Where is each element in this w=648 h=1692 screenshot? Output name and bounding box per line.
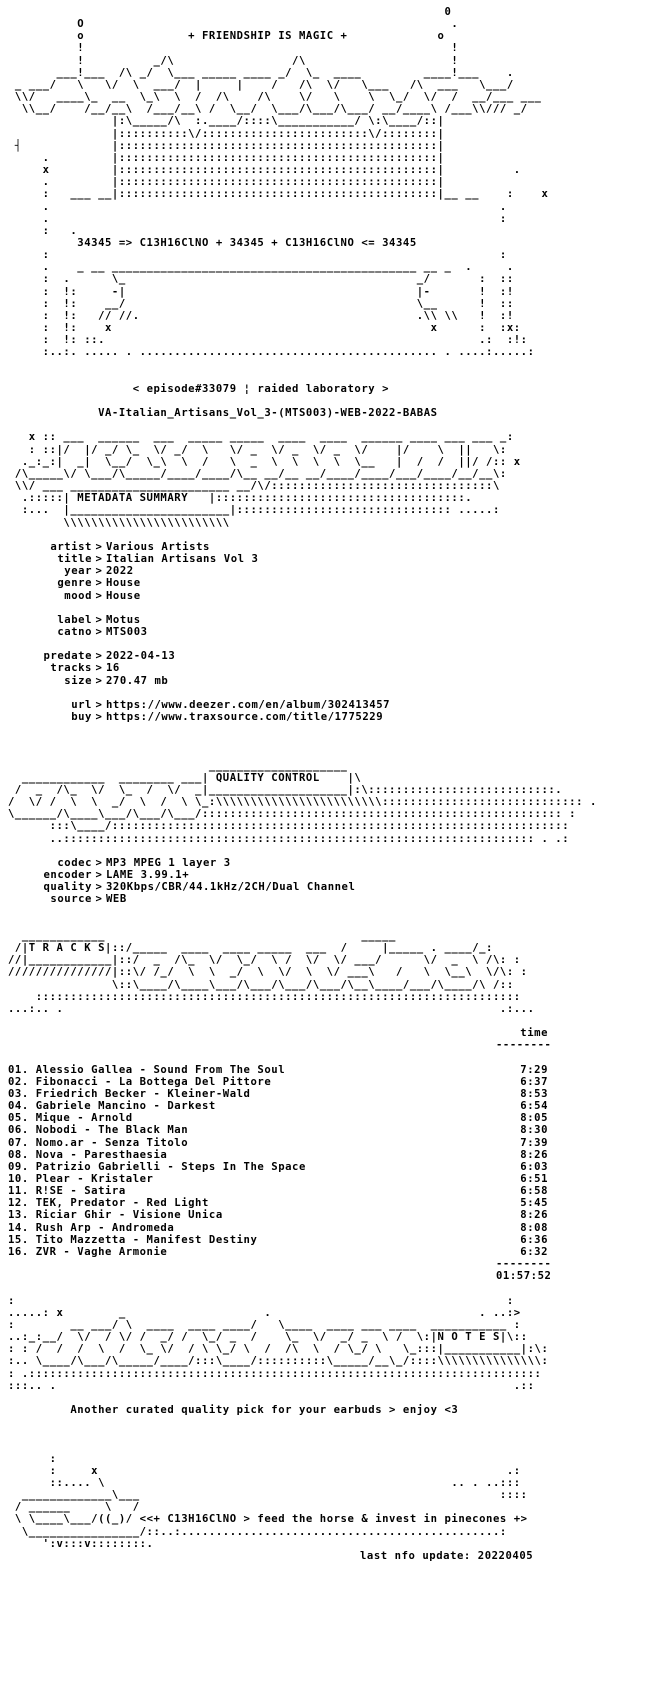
- notes-line: Another curated quality pick for your ea…: [8, 1404, 648, 1416]
- track-duration: 6:51: [520, 1173, 548, 1185]
- meta-value: House: [106, 589, 141, 602]
- motto: + FRIENDSHIP IS MAGIC +: [188, 30, 348, 43]
- metadata-banner: x :: ___ ______ ___ _____ _____ ____ ___…: [14, 431, 521, 529]
- track-duration: 6:03: [520, 1160, 548, 1173]
- track-duration: 5:45: [520, 1197, 548, 1210]
- update-line: last nfo update: 20220405: [8, 1550, 648, 1562]
- track-duration: 6:54: [520, 1100, 548, 1113]
- meta-row-year: year>2022: [64, 565, 134, 578]
- meta-row-artist: artist>Various Artists: [50, 540, 210, 553]
- meta-value: House: [106, 577, 141, 590]
- quality-value: 320Kbps/CBR/44.1kHz/2CH/Dual Channel: [106, 881, 356, 894]
- release-line: VA-Italian_Artisans_Vol_3-(MTS003)-WEB-2…: [8, 407, 648, 419]
- track-duration: 6:37: [520, 1075, 548, 1088]
- track-duration: 8:05: [520, 1112, 548, 1125]
- meta-row-predate: predate>2022-04-13: [43, 650, 176, 663]
- meta-value: 2022: [106, 565, 134, 578]
- last-update: last nfo update: 20220405: [360, 1549, 534, 1562]
- track-duration: 6:36: [520, 1233, 548, 1246]
- episode-line: < episode#33079 ¦ raided laboratory >: [8, 383, 648, 395]
- meta-value: 16: [106, 662, 120, 675]
- episode: < episode#33079 ¦ raided laboratory >: [132, 382, 390, 395]
- header-ascii-art: 0 O . o + FRIENDSHIP IS MAGIC + o ! !: [14, 6, 549, 237]
- quality-value: MP3 MPEG 1 layer 3: [106, 856, 231, 869]
- meta-row-label: label>Motus: [57, 613, 141, 626]
- track-duration: 6:32: [520, 1245, 548, 1258]
- quality-value: WEB: [106, 893, 127, 906]
- quality-banner: ____________________ ____________ ______…: [8, 759, 597, 845]
- lab-ascii-art: : : . _ __ _____________________________…: [42, 249, 535, 359]
- quality-row-source: source>WEB: [50, 893, 127, 906]
- time-header-row: time: [8, 1027, 648, 1039]
- total-time: 01:57:52: [496, 1270, 552, 1283]
- tracklist: 01. Alessio Gallea - Sound From The Soul…: [8, 1064, 648, 1259]
- footer-line: \ \____\___/((_)/ <<+ C13H16ClNO > feed …: [8, 1513, 528, 1526]
- quality-title: QUALITY CONTROL: [215, 771, 320, 784]
- meta-value: MTS003: [106, 625, 148, 638]
- tracks-title: T R A C K S: [28, 942, 106, 955]
- meta-value: Italian Artisans Vol 3: [106, 553, 259, 566]
- quality-value: LAME 3.99.1+: [106, 869, 190, 882]
- track-row: 09. Patrizio Gabrielli - Steps In The Sp…: [8, 1160, 548, 1173]
- traxsource-url: https://www.traxsource.com/title/1775229: [106, 711, 384, 724]
- meta-row-size: size>270.47 mb: [64, 674, 169, 687]
- quality-row-quality: quality>320Kbps/CBR/44.1kHz/2CH/Dual Cha…: [43, 881, 356, 894]
- tracks-banner: ____________ _____ /|T R A C K S|::/____…: [8, 929, 535, 1015]
- meta-value: Various Artists: [106, 540, 210, 553]
- notes-text: Another curated quality pick for your ea…: [70, 1403, 459, 1416]
- deezer-url: https://www.deezer.com/en/album/30241345…: [106, 698, 391, 711]
- track-duration: 8:08: [520, 1221, 548, 1234]
- meta-row-tracks: tracks>16: [50, 662, 120, 675]
- track-duration: 7:39: [520, 1136, 548, 1149]
- track-duration: 8:26: [520, 1209, 548, 1222]
- track-row: 01. Alessio Gallea - Sound From The Soul…: [8, 1063, 548, 1076]
- meta-value: Motus: [106, 613, 141, 626]
- meta-row-buy: buy>https://www.traxsource.com/title/177…: [71, 711, 384, 724]
- release-name: VA-Italian_Artisans_Vol_3-(MTS003)-WEB-2…: [98, 407, 438, 420]
- notes-title: N O T E S: [437, 1331, 500, 1344]
- track-duration: 8:30: [520, 1124, 548, 1137]
- track-duration: 8:26: [520, 1148, 548, 1161]
- track-duration: 8:53: [520, 1087, 548, 1100]
- meta-row-title: title>Italian Artisans Vol 3: [57, 553, 259, 566]
- meta-value: 2022-04-13: [106, 650, 176, 663]
- quality-row-encoder: encoder>LAME 3.99.1+: [43, 869, 190, 882]
- quality-row-codec: codec>MP3 MPEG 1 layer 3: [57, 856, 231, 869]
- meta-row-genre: genre>House: [57, 577, 141, 590]
- meta-row-catno: catno>MTS003: [57, 625, 148, 638]
- formula: 34345 => C13H16ClNO + 34345 + C13H16ClNO…: [77, 236, 417, 249]
- notes-banner: : : .....: x _ . . ..:> : __ ___/ \ ____…: [8, 1294, 549, 1392]
- footer-art: : : x .: ::.... \ .. . ..::: ___________…: [14, 1452, 528, 1514]
- track-duration: 7:29: [520, 1063, 548, 1076]
- time-header: time: [520, 1027, 548, 1040]
- nfo-document: 0 O . o + FRIENDSHIP IS MAGIC + o ! !: [8, 6, 648, 1562]
- meta-row-mood: mood>House: [64, 589, 141, 602]
- total-row: 01:57:52: [8, 1270, 648, 1282]
- meta-row-url: url>https://www.deezer.com/en/album/3024…: [71, 698, 391, 711]
- track-duration: 6:58: [520, 1185, 548, 1198]
- footer-art-bottom: \________________/::..:.................…: [21, 1525, 507, 1550]
- footer-tagline: <<+ C13H16ClNO > feed the horse & invest…: [139, 1513, 528, 1526]
- meta-value: 270.47 mb: [106, 674, 169, 687]
- metadata-title: METADATA SUMMARY: [77, 492, 189, 505]
